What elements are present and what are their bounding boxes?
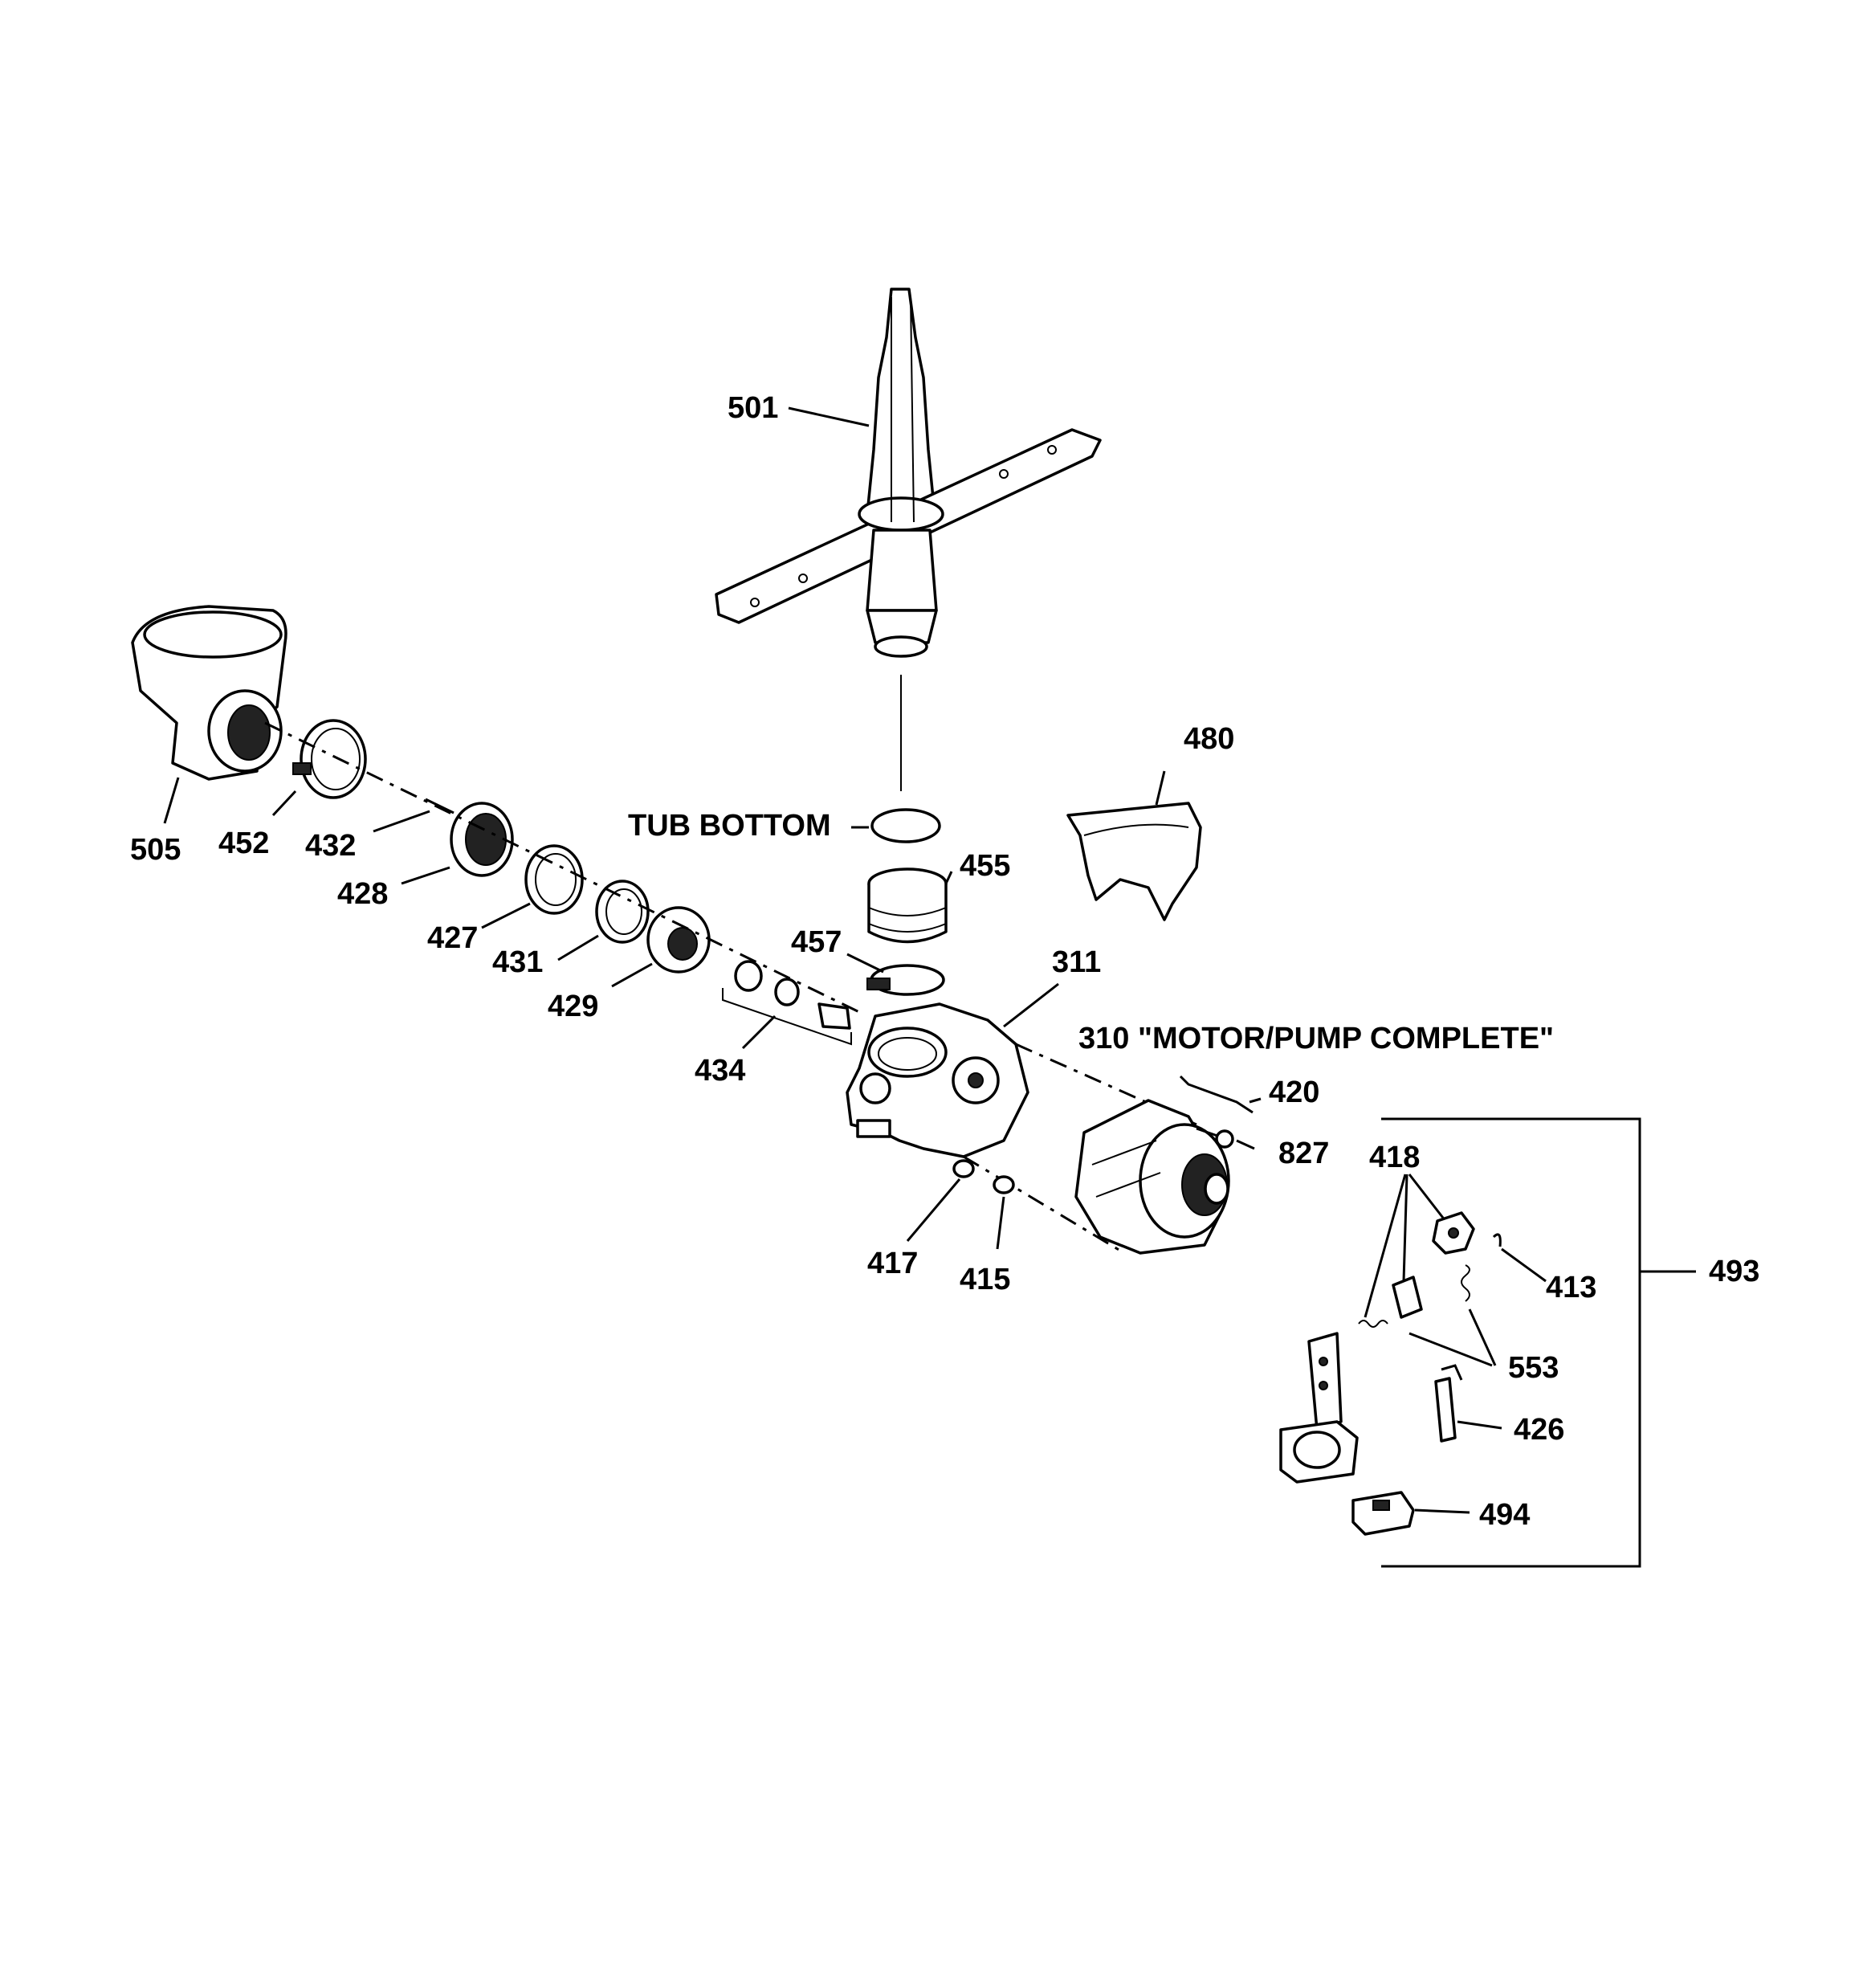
part-457-clamp bbox=[866, 964, 945, 996]
leader-418-a bbox=[1364, 1174, 1407, 1318]
part-413-clip bbox=[1492, 1233, 1502, 1247]
label-827: 827 bbox=[1278, 1137, 1329, 1170]
label-415: 415 bbox=[960, 1263, 1010, 1296]
leader-452 bbox=[271, 790, 297, 817]
leader-432 bbox=[373, 810, 430, 833]
leader-501 bbox=[788, 406, 870, 427]
leader-505 bbox=[163, 777, 180, 824]
part-432-screw bbox=[425, 798, 455, 814]
label-434: 434 bbox=[695, 1054, 745, 1088]
label-420: 420 bbox=[1269, 1076, 1319, 1109]
label-418: 418 bbox=[1369, 1141, 1420, 1174]
part-434-seal-set bbox=[722, 960, 852, 1046]
part-505-sump bbox=[131, 605, 287, 781]
label-455: 455 bbox=[960, 849, 1010, 883]
label-311: 311 bbox=[1052, 945, 1101, 979]
part-418-spring bbox=[1358, 1320, 1388, 1328]
label-426: 426 bbox=[1514, 1413, 1564, 1447]
part-429-impeller bbox=[646, 906, 711, 974]
label-457: 457 bbox=[791, 925, 842, 959]
leader-553-a bbox=[1408, 1332, 1493, 1367]
part-827-screw bbox=[1196, 1127, 1234, 1149]
bracket-493 bbox=[1381, 1117, 1641, 1568]
leader-418-c bbox=[1408, 1174, 1447, 1222]
label-505: 505 bbox=[130, 833, 181, 867]
part-418-plate bbox=[1392, 1276, 1423, 1319]
label-432: 432 bbox=[305, 829, 356, 863]
tub-bottom-ring bbox=[870, 808, 941, 843]
label-553: 553 bbox=[1508, 1351, 1559, 1385]
label-417: 417 bbox=[867, 1247, 918, 1280]
part-426-plunger bbox=[1434, 1364, 1463, 1443]
part-455-bellows bbox=[867, 867, 948, 944]
leader-553-b bbox=[1468, 1308, 1497, 1366]
label-429: 429 bbox=[548, 990, 598, 1023]
part-431-ring bbox=[595, 880, 650, 944]
leader-311 bbox=[1003, 982, 1059, 1028]
leader-420 bbox=[1249, 1097, 1262, 1104]
centerline-flow bbox=[264, 721, 860, 1014]
label-413: 413 bbox=[1546, 1271, 1596, 1304]
leader-827 bbox=[1236, 1139, 1255, 1150]
leader-413 bbox=[1501, 1247, 1547, 1283]
leader-415 bbox=[996, 1196, 1005, 1250]
label-427: 427 bbox=[427, 921, 478, 955]
label-452: 452 bbox=[218, 827, 269, 860]
part-417-washer bbox=[952, 1159, 975, 1178]
leader-455 bbox=[944, 871, 953, 884]
part-311-pump-housing bbox=[846, 1002, 1029, 1158]
leader-434 bbox=[741, 1014, 777, 1050]
centerline-lower bbox=[963, 1155, 1125, 1255]
label-431: 431 bbox=[492, 945, 543, 979]
label-493: 493 bbox=[1709, 1255, 1759, 1288]
leader-418-b bbox=[1402, 1174, 1408, 1282]
part-427-ring bbox=[524, 844, 584, 915]
part-solenoid-bracket bbox=[1279, 1332, 1359, 1484]
leader-426 bbox=[1457, 1420, 1502, 1430]
part-418-lever bbox=[1432, 1211, 1475, 1255]
label-310: 310 "MOTOR/PUMP COMPLETE" bbox=[1078, 1022, 1554, 1055]
leader-457 bbox=[846, 953, 884, 974]
part-310-motor bbox=[1074, 1099, 1230, 1255]
leader-431 bbox=[557, 934, 599, 961]
part-420-clip bbox=[1179, 1075, 1254, 1114]
leader-480 bbox=[1155, 770, 1166, 806]
part-553-spring bbox=[1461, 1264, 1470, 1302]
leader-427 bbox=[481, 902, 531, 929]
label-494: 494 bbox=[1479, 1498, 1530, 1532]
label-428: 428 bbox=[337, 877, 388, 911]
leader-417 bbox=[906, 1178, 961, 1242]
part-415-nut bbox=[993, 1175, 1015, 1194]
part-501-spray-arm bbox=[715, 288, 1102, 658]
label-480: 480 bbox=[1184, 722, 1234, 756]
leader-428 bbox=[401, 866, 450, 885]
part-452-clamp bbox=[292, 719, 367, 799]
part-494-coil bbox=[1351, 1491, 1415, 1536]
leader-494 bbox=[1414, 1508, 1470, 1514]
label-501: 501 bbox=[728, 391, 778, 425]
label-tub-bottom: TUB BOTTOM bbox=[628, 809, 831, 843]
leader-429 bbox=[611, 962, 653, 988]
part-480-shield bbox=[1066, 802, 1202, 921]
